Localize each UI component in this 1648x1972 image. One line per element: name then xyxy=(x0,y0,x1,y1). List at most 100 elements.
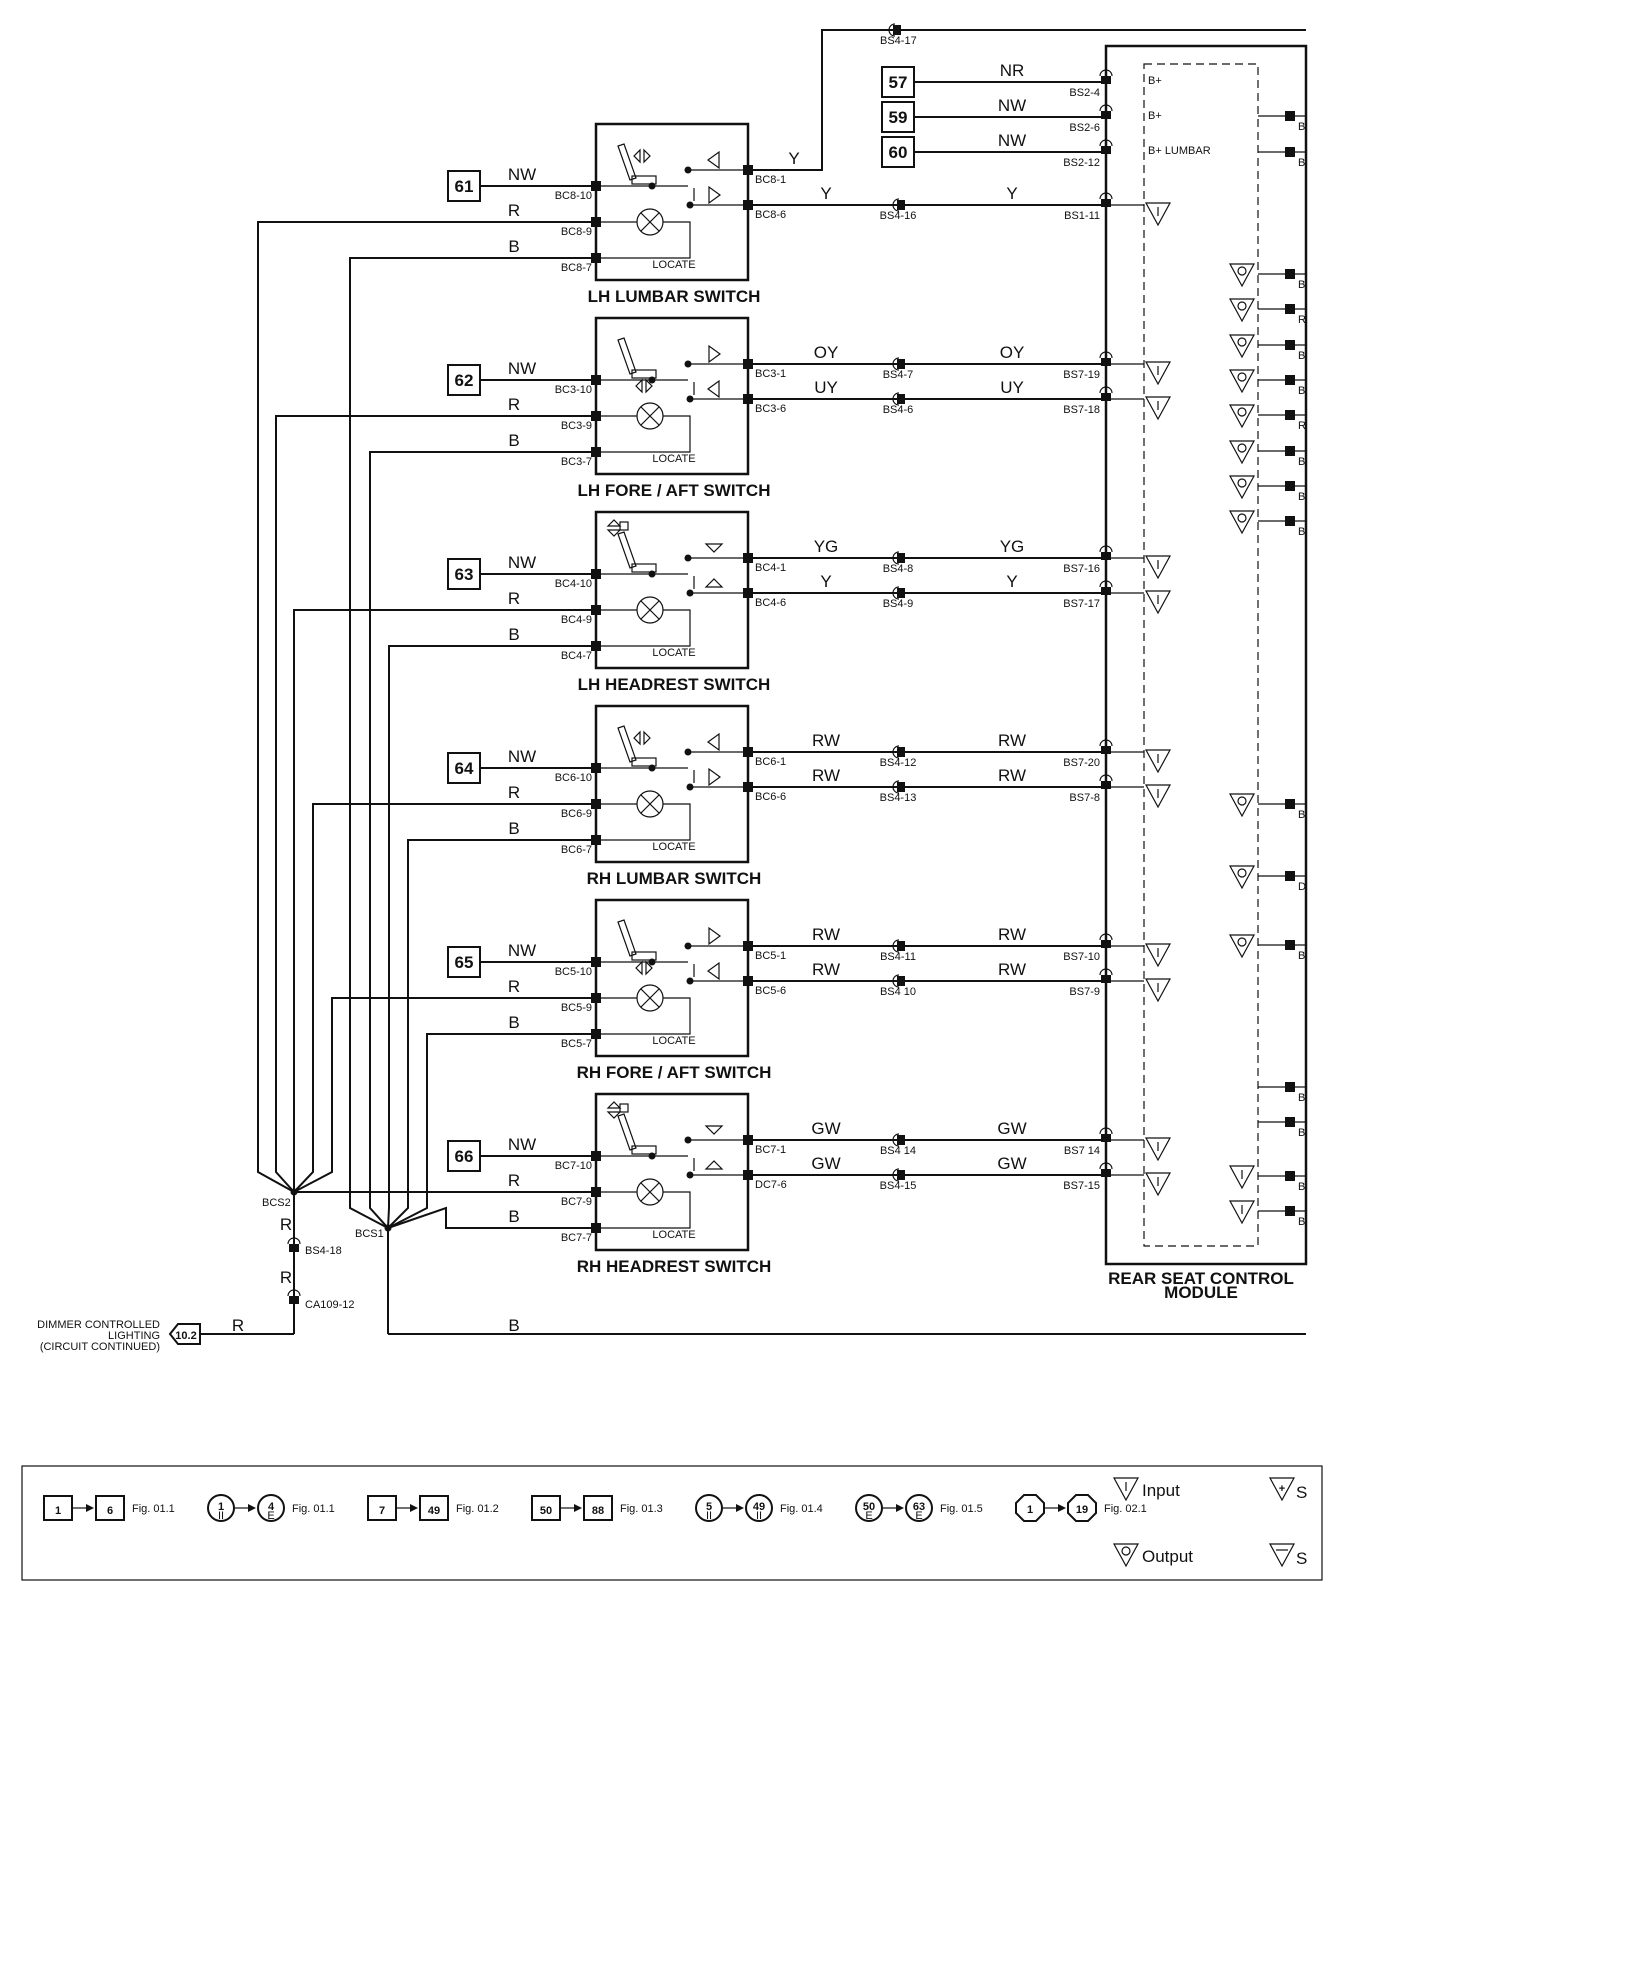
ground-wire xyxy=(387,1206,596,1229)
pin-label: BC6-1 xyxy=(755,756,786,768)
pin-label: BC8-9 xyxy=(561,226,592,238)
wire-color: NW xyxy=(508,941,536,960)
legend-input: Input xyxy=(1142,1481,1180,1500)
legend-fig: Fig. 01.3 xyxy=(620,1503,663,1515)
module-pin xyxy=(1101,746,1111,754)
seat-icon xyxy=(606,519,622,537)
lamp-icon xyxy=(640,212,660,232)
output-symbol xyxy=(1237,301,1247,311)
pin-label: BS7-20 xyxy=(1063,757,1100,769)
inline-connector xyxy=(892,357,900,371)
wire-color: R xyxy=(508,395,520,414)
input-symbol xyxy=(1144,555,1172,580)
output-symbol xyxy=(1228,440,1256,465)
wire-color: B xyxy=(508,819,519,838)
edge-label: B xyxy=(1298,350,1305,362)
ground-wire xyxy=(349,257,596,1229)
legend-octagon xyxy=(1067,1494,1097,1522)
output-symbol xyxy=(1228,865,1256,890)
seat-icon xyxy=(633,148,651,164)
switch-bc4 xyxy=(594,510,750,670)
wire-color: R xyxy=(280,1268,292,1287)
seat-icon xyxy=(617,337,637,375)
module-pin xyxy=(1101,1134,1111,1142)
diagram-main: REAR SEAT CONTROLMODULEBS4-1757NRBS2-4B+… xyxy=(37,23,1308,1353)
pin-label: BC3-9 xyxy=(561,420,592,432)
module-pin xyxy=(1101,146,1111,154)
output-symbol xyxy=(1237,478,1247,488)
edge-label: R xyxy=(1298,314,1306,326)
lamp-icon xyxy=(640,988,660,1008)
wire-color: RW xyxy=(998,731,1026,750)
pin-label: BC6-9 xyxy=(561,808,592,820)
direction-arrow-icon xyxy=(708,767,722,787)
seat-icon xyxy=(606,1101,657,1155)
connector-pin xyxy=(743,165,753,175)
wire-color: B xyxy=(508,625,519,644)
connector-pin xyxy=(591,957,601,967)
pin-label: BC4-6 xyxy=(755,597,786,609)
pin-label: CA109-12 xyxy=(305,1299,355,1311)
wire-color: B xyxy=(508,1316,519,1335)
wire-color: GW xyxy=(997,1119,1026,1138)
wire-color: NR xyxy=(1000,61,1025,80)
pin-label: BC4-1 xyxy=(755,562,786,574)
pin-label: BC8-10 xyxy=(555,190,592,202)
switch-name: RH HEADREST SWITCH xyxy=(577,1257,772,1276)
connector-pin xyxy=(743,1135,753,1145)
legend-fig: Fig. 02.1 xyxy=(1104,1503,1147,1515)
lamp-feed-wire xyxy=(293,609,596,1192)
legend-fig: Fig. 01.2 xyxy=(456,1503,499,1515)
module-pin xyxy=(1099,580,1113,588)
module-pin xyxy=(1099,739,1113,747)
legend-fig: Fig. 01.1 xyxy=(132,1503,175,1515)
legend-value: 1 xyxy=(1027,1504,1033,1516)
legend-arrow xyxy=(410,1504,418,1512)
edge-label: B xyxy=(1298,491,1305,503)
inline-connector xyxy=(892,392,900,406)
module-pin xyxy=(1285,481,1295,491)
inline-connector xyxy=(897,1170,905,1180)
connector-pin xyxy=(591,1151,601,1161)
ref-box-66 xyxy=(447,1140,481,1172)
module-pin xyxy=(1099,139,1113,147)
legend-value: 1 xyxy=(218,1501,224,1513)
input-symbol xyxy=(1144,784,1172,809)
module-pin xyxy=(1285,410,1295,420)
edge-label: B xyxy=(1298,456,1305,468)
inline-connector xyxy=(892,974,900,988)
edge-label: B xyxy=(1298,157,1305,169)
wire-color: RW xyxy=(998,925,1026,944)
module-pin xyxy=(1101,199,1111,207)
connector-pin xyxy=(743,976,753,986)
wire-color: OY xyxy=(1000,343,1025,362)
direction-arrow-icon xyxy=(704,578,724,588)
splice-label: BCS2 xyxy=(262,1197,291,1209)
pin-label: BS7-16 xyxy=(1063,563,1100,575)
pin-label: BC5-9 xyxy=(561,1002,592,1014)
output-symbol xyxy=(1237,937,1247,947)
seat-icon xyxy=(606,519,657,573)
direction-arrow-icon xyxy=(708,185,722,205)
output-symbol xyxy=(1228,793,1256,818)
connector-pin xyxy=(591,763,601,773)
pin-label: BC6-10 xyxy=(555,772,592,784)
wire-color: R xyxy=(508,977,520,996)
connector-pin xyxy=(743,941,753,951)
inline-connector xyxy=(892,939,900,953)
ref-box-64 xyxy=(447,752,481,784)
inline-connector xyxy=(897,200,905,210)
lamp-icon xyxy=(640,406,660,426)
switch-name: RH LUMBAR SWITCH xyxy=(587,869,762,888)
edge-label: B xyxy=(1298,1181,1305,1193)
module-pin xyxy=(1285,799,1295,809)
legend-s1: S xyxy=(1296,1483,1307,1502)
legend-sub: II xyxy=(706,1510,712,1522)
module-pin-label: B+ xyxy=(1148,110,1162,122)
inline-connector xyxy=(892,586,900,600)
locate-label: LOCATE xyxy=(652,841,695,853)
pin-label: BC5-7 xyxy=(561,1038,592,1050)
wire-color: R xyxy=(508,1171,520,1190)
inline-connector xyxy=(897,394,905,404)
inline-connector-bs4-18 xyxy=(287,1237,301,1245)
